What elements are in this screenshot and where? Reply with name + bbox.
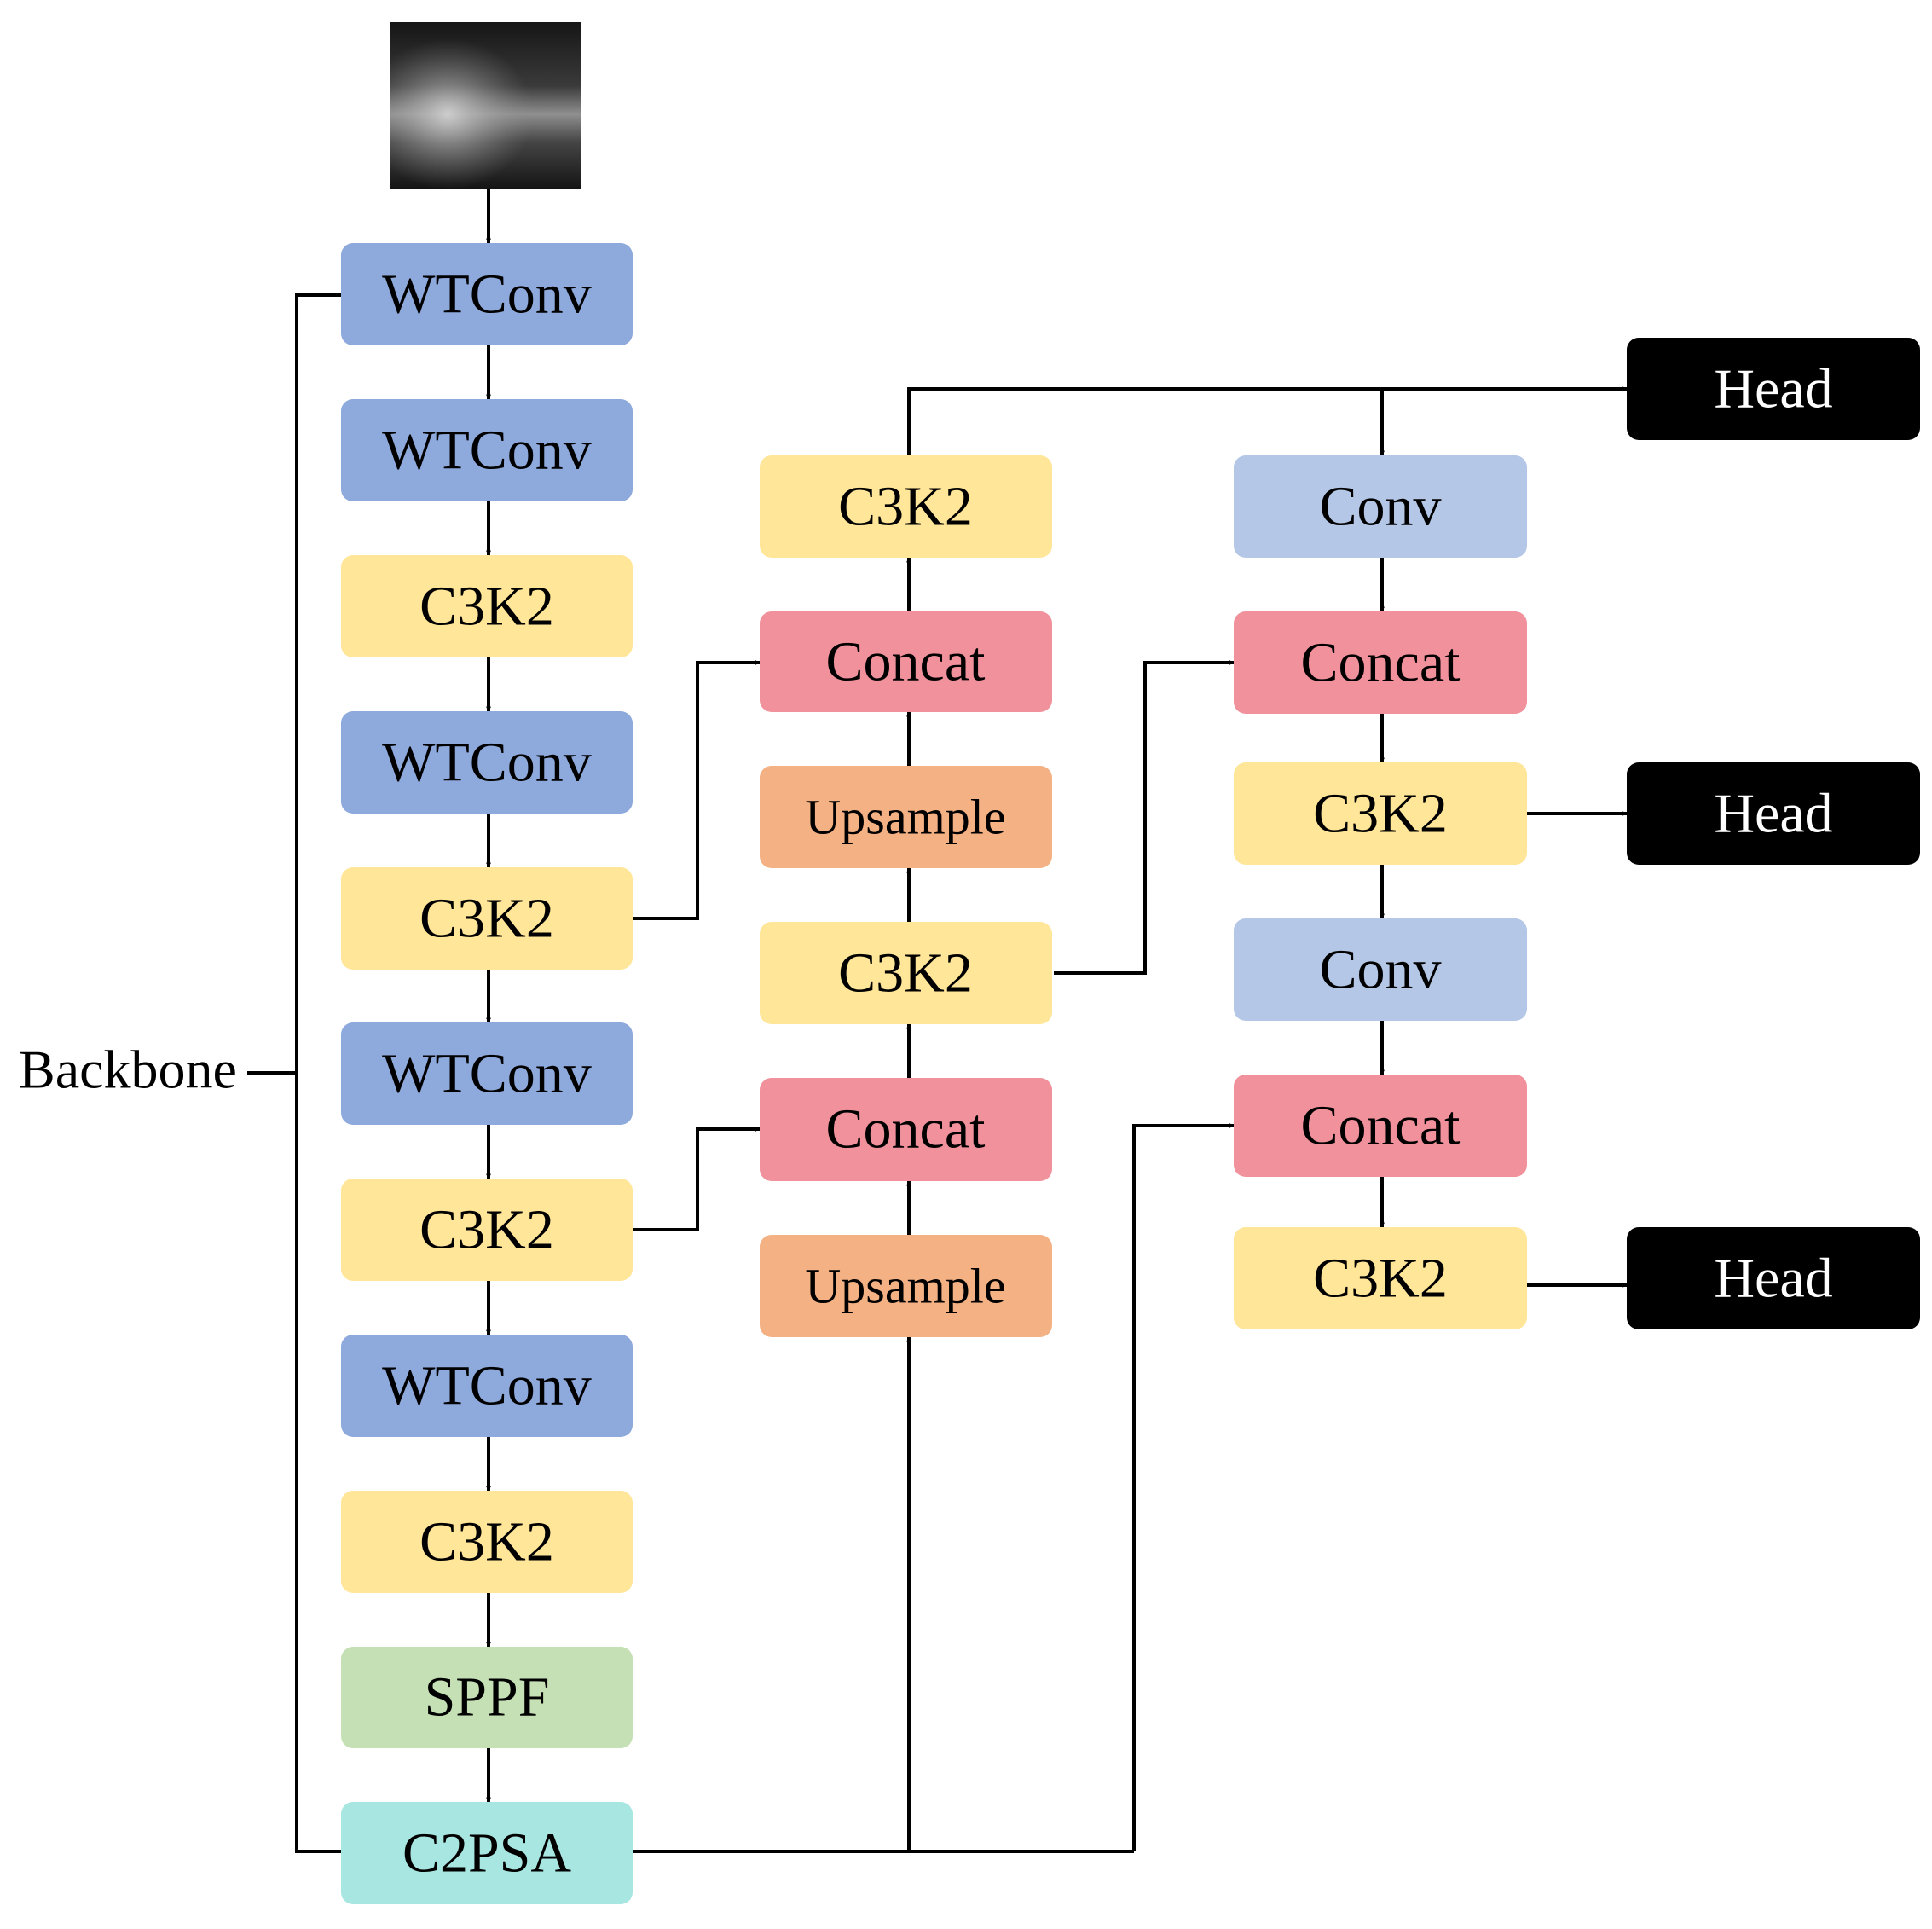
- backbone-c2psa-label: C2PSA: [402, 1822, 571, 1885]
- pan-concat-1: Concat: [1234, 611, 1527, 714]
- pan-c3k2-2: C3K2: [1234, 1227, 1527, 1329]
- backbone-sppf: SPPF: [341, 1647, 633, 1748]
- neck-concat-1: Concat: [760, 611, 1052, 712]
- backbone-wtconv-4: WTConv: [341, 1022, 633, 1125]
- backbone-c3k2-2: C3K2: [341, 867, 633, 970]
- backbone-c3k2-1: C3K2: [341, 555, 633, 657]
- neck-concat-1-label: Concat: [826, 631, 986, 693]
- backbone-wtconv-1-label: WTConv: [382, 264, 592, 326]
- neck-upsample-2-label: Upsample: [805, 1259, 1005, 1314]
- backbone-c3k2-1-label: C3K2: [419, 576, 554, 638]
- backbone-c3k2-3: C3K2: [341, 1179, 633, 1281]
- backbone-c3k2-4-label: C3K2: [419, 1511, 554, 1573]
- backbone-wtconv-3-label: WTConv: [382, 732, 592, 794]
- backbone-wtconv-5-label: WTConv: [382, 1355, 592, 1417]
- backbone-c2psa: C2PSA: [341, 1802, 633, 1904]
- backbone-bracket: [247, 293, 341, 1853]
- backbone-c3k2-2-label: C3K2: [419, 888, 554, 950]
- neck-concat-2-label: Concat: [826, 1098, 986, 1161]
- backbone-c3k2-4: C3K2: [341, 1491, 633, 1593]
- backbone-c3k2-3-label: C3K2: [419, 1199, 554, 1261]
- pan-conv-1: Conv: [1234, 455, 1527, 558]
- neck-c3k2-top-label: C3K2: [838, 476, 973, 538]
- head-3-label: Head: [1714, 1248, 1832, 1310]
- pan-concat-2: Concat: [1234, 1075, 1527, 1177]
- backbone-wtconv-4-label: WTConv: [382, 1043, 592, 1105]
- head-1: Head: [1627, 338, 1920, 440]
- neck-c3k2-top: C3K2: [760, 455, 1052, 558]
- backbone-wtconv-5: WTConv: [341, 1335, 633, 1437]
- head-2-label: Head: [1714, 783, 1832, 845]
- neck-upsample-1-label: Upsample: [805, 790, 1005, 845]
- backbone-wtconv-2-label: WTConv: [382, 420, 592, 482]
- neck-c3k2-mid: C3K2: [760, 922, 1052, 1024]
- pan-conv-2-label: Conv: [1319, 939, 1441, 1001]
- neck-concat-2: Concat: [760, 1078, 1052, 1181]
- pan-conv-2: Conv: [1234, 918, 1527, 1021]
- input-image: [390, 22, 581, 189]
- head-1-label: Head: [1714, 358, 1832, 420]
- pan-concat-1-label: Concat: [1301, 632, 1461, 694]
- backbone-sppf-label: SPPF: [425, 1666, 550, 1729]
- head-2: Head: [1627, 762, 1920, 865]
- neck-c3k2-mid-label: C3K2: [838, 942, 973, 1005]
- pan-conv-1-label: Conv: [1319, 476, 1441, 538]
- backbone-label: Backbone: [19, 1040, 237, 1100]
- pan-c3k2-2-label: C3K2: [1313, 1248, 1448, 1310]
- backbone-wtconv-1: WTConv: [341, 243, 633, 345]
- head-3: Head: [1627, 1227, 1920, 1329]
- backbone-wtconv-3: WTConv: [341, 711, 633, 814]
- pan-c3k2-1: C3K2: [1234, 762, 1527, 865]
- neck-upsample-2: Upsample: [760, 1235, 1052, 1337]
- neck-upsample-1: Upsample: [760, 766, 1052, 868]
- backbone-wtconv-2: WTConv: [341, 399, 633, 501]
- pan-concat-2-label: Concat: [1301, 1095, 1461, 1157]
- pan-c3k2-1-label: C3K2: [1313, 783, 1448, 845]
- edges: [486, 189, 1628, 1853]
